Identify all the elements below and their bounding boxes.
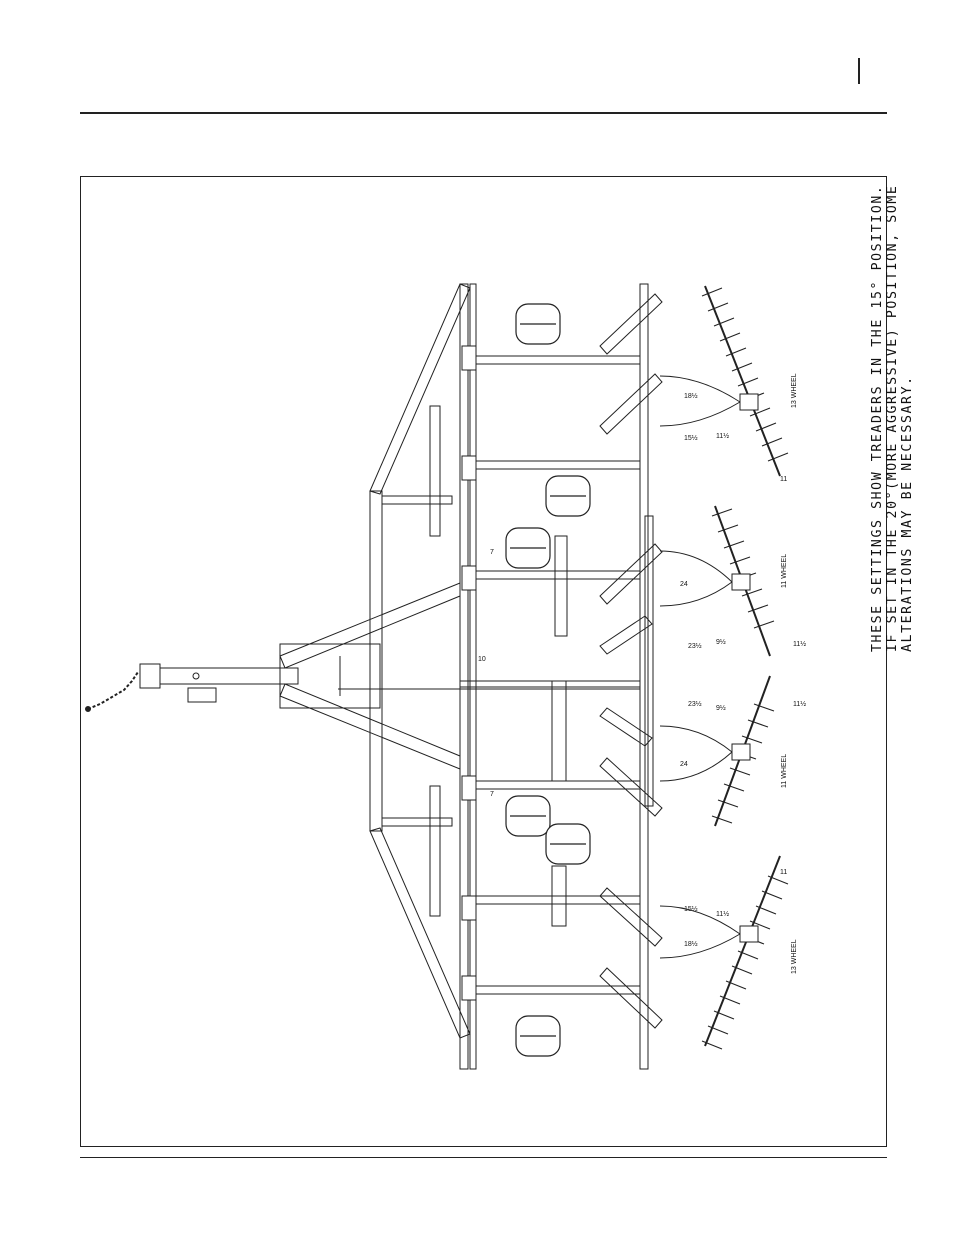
dim-9-lower: 9½	[716, 704, 726, 712]
dim-11-wheel4: 11	[780, 869, 787, 876]
dim-11h-wheel2: 11½	[793, 640, 806, 648]
wheel-label-4: 13 WHEEL	[791, 939, 798, 974]
hitch-tongue	[140, 664, 298, 702]
dim-15-lower: 15½	[684, 905, 698, 913]
wheel-label-2: 11 WHEEL	[781, 554, 788, 588]
dimension-labels: 7 7 10 24 24 23½ 23½ 18½ 18½ 15½ 15½ 11 …	[478, 392, 806, 948]
dim-23-lower: 23½	[688, 700, 702, 708]
dim-11h-w4: 11½	[716, 910, 729, 918]
wheel-label-1: 13 WHEEL	[791, 373, 798, 408]
wheel-labels: 13 WHEEL 11 WHEEL 11 WHEEL 13 WHEEL	[781, 373, 798, 974]
page-number-mark	[858, 58, 860, 84]
dim-23-upper: 23½	[688, 642, 702, 650]
dim-24-upper: 24	[680, 581, 688, 588]
dim-18-lower: 18½	[684, 940, 698, 948]
wheel-label-3: 11 WHEEL	[781, 754, 788, 788]
wing-frame	[370, 284, 470, 1038]
note-line-1: THESE SETTINGS SHOW TREADERS IN THE 15° …	[870, 185, 885, 652]
header-rule	[80, 112, 887, 114]
dim-18-upper: 18½	[684, 392, 698, 400]
dim-11h-wheel3: 11½	[793, 700, 806, 708]
dim-11-wheel1: 11	[780, 476, 787, 483]
dim-15-upper: 15½	[684, 434, 698, 442]
dim-9-upper: 9½	[716, 638, 726, 646]
main-frame	[338, 284, 653, 1069]
implement-top-view-drawing: 7 7 10 24 24 23½ 23½ 18½ 18½ 15½ 15½ 11 …	[80, 176, 887, 1147]
dim-10: 10	[478, 656, 486, 663]
dim-11h-w1: 11½	[716, 432, 729, 440]
note-line-2: IF SET IN THE 20°(MORE AGGRESSIVE) POSIT…	[885, 185, 900, 652]
note-line-3: ALTERATIONS MAY BE NECESSARY.	[900, 185, 915, 652]
dim-7-upper: 7	[490, 549, 494, 556]
dim-7-lower: 7	[490, 791, 494, 798]
dim-24-lower: 24	[680, 761, 688, 768]
treader-wheels	[660, 286, 788, 1049]
hitch-chain	[86, 672, 139, 712]
footer-rule	[80, 1157, 887, 1158]
gauge-wheels	[506, 304, 590, 1056]
